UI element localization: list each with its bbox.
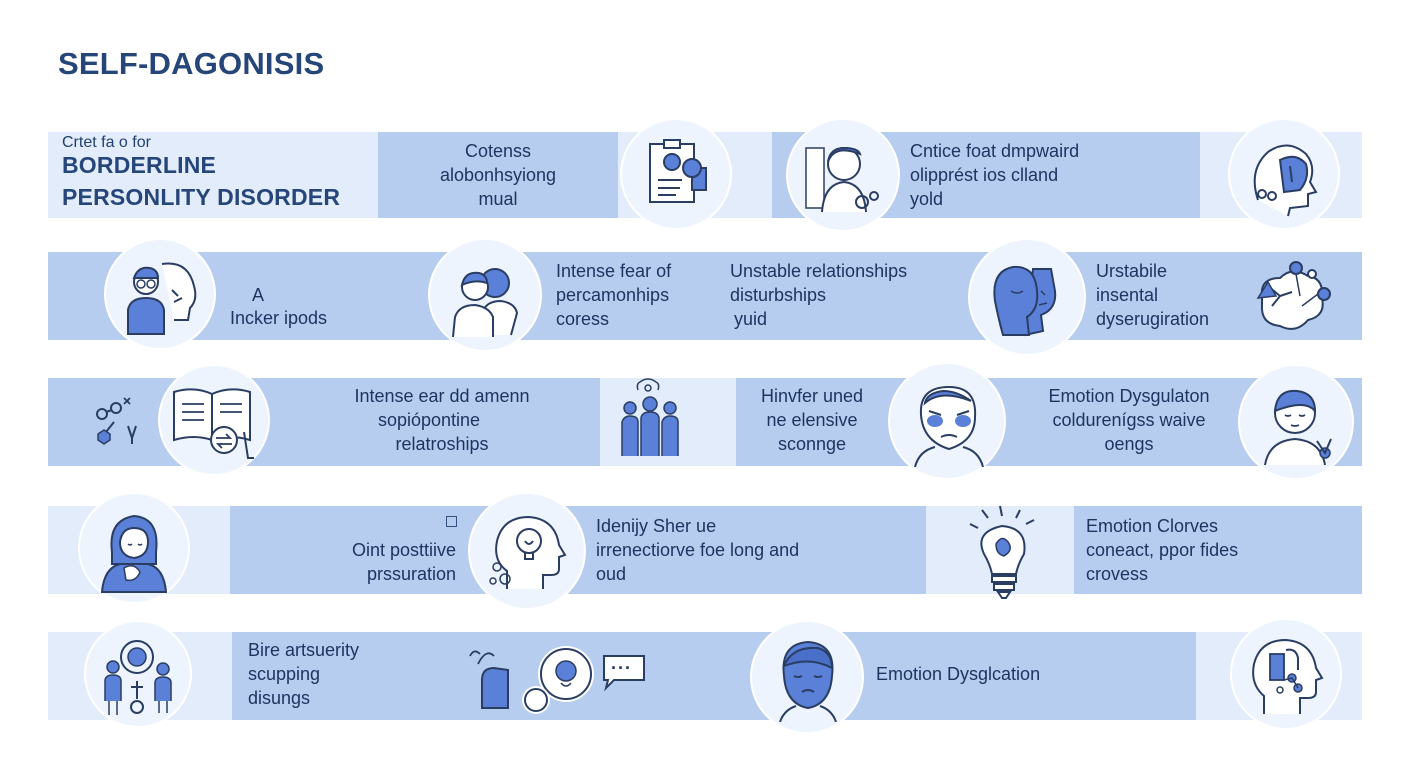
brain-network-icon bbox=[1246, 256, 1336, 341]
row3-card1-text: Intense ear dd amenn sopiópontine relatr… bbox=[300, 384, 584, 456]
row1-card1-line2: alobonhsyiong bbox=[439, 165, 557, 185]
row1-card1-line1: Cotenss bbox=[464, 141, 532, 161]
calm-face-icon bbox=[1240, 366, 1352, 478]
open-book-icon bbox=[160, 366, 268, 474]
sad-face-icon bbox=[890, 364, 1004, 478]
row4-card2-line1: Idenijy Sher ue bbox=[596, 516, 717, 536]
row5-card1-line2: scupping bbox=[248, 664, 321, 684]
group-people-icon bbox=[610, 372, 690, 469]
row2-card1-line1: A bbox=[251, 285, 264, 305]
row3-card1-line2: sopiópontine bbox=[377, 410, 481, 430]
row2-card3-line1: Unstable relationships bbox=[730, 261, 908, 281]
person-bubble-icon bbox=[540, 648, 592, 700]
row2-card2-line2: percamonhips bbox=[556, 285, 670, 305]
row1-card1-line3: mual bbox=[478, 189, 518, 209]
row5-card1-line3: disungs bbox=[248, 688, 311, 708]
row1-card2-line2: olipprést ios clland bbox=[910, 165, 1059, 185]
header-subtitle: Crtet fa o for bbox=[62, 134, 151, 151]
sleepy-face-icon bbox=[752, 622, 862, 732]
row1-card1 bbox=[378, 132, 618, 218]
row3-card3-line1: Emotion Dysgulaton bbox=[1048, 386, 1210, 406]
person-glasses-icon bbox=[106, 240, 214, 348]
row4-card3-line1: Emotion Clorves bbox=[1086, 516, 1219, 536]
lightbulb-icon bbox=[962, 502, 1046, 607]
row5-card2-line1: Emotion Dysglcation bbox=[876, 664, 1041, 684]
woman-icon bbox=[80, 494, 188, 602]
row4-card1-text: Oint posttiive prssuration bbox=[332, 538, 456, 586]
hand-talk-icon bbox=[464, 644, 516, 715]
header-title-line2: PERSONLITY DISORDER bbox=[62, 184, 341, 210]
head-profile-icon bbox=[1230, 120, 1338, 228]
row3-band-left bbox=[48, 378, 600, 466]
header-title-line1: BORDERLINE bbox=[62, 152, 217, 178]
row4-card3-line2: coneact, ppor fides bbox=[1086, 540, 1239, 560]
two-people-icon bbox=[430, 240, 540, 350]
row5-card1-line1: Bire artsuerity bbox=[248, 640, 360, 660]
row2-card1-line2: Incker ipods bbox=[230, 308, 328, 328]
people-religion-icon bbox=[86, 622, 190, 726]
head-circuit-icon bbox=[1232, 620, 1340, 728]
small-bubble-icon bbox=[524, 688, 548, 712]
row1-card2-line1: Cntice foat dmpwaird bbox=[910, 141, 1080, 161]
row3-card1-line3: relatroships bbox=[395, 434, 489, 454]
clipboard-search-icon bbox=[622, 120, 730, 228]
row5-band bbox=[232, 632, 1198, 720]
row4-card3-text: Emotion Clorves coneact, ppor fides crov… bbox=[1086, 514, 1238, 586]
row1-header-panel bbox=[48, 132, 380, 218]
row2-card2-line3: coress bbox=[556, 309, 610, 329]
page-title: SELF-DAGONISIS bbox=[58, 46, 325, 81]
row2-card4-line2: insental bbox=[1096, 285, 1159, 305]
row2-card4-line1: Urstabile bbox=[1096, 261, 1168, 281]
row3-card3-line3: oengs bbox=[1104, 434, 1154, 454]
speech-bubble-icon bbox=[600, 652, 648, 697]
row4-card2-text: Idenijy Sher ue irrenectiorve foe long a… bbox=[596, 514, 799, 586]
row1-card2-line3: yold bbox=[910, 189, 944, 209]
row3-card3-text: Emotion Dysgulaton coldurenígss waive oe… bbox=[1016, 384, 1242, 456]
checkbox-square-icon bbox=[446, 516, 457, 527]
row1-card1-text: Cotenss alobonhsyiong mual bbox=[378, 139, 618, 211]
speech-bubble-text: ··· bbox=[611, 658, 632, 678]
row4-card1-line1: Oint posttiive bbox=[351, 540, 456, 560]
row2-card3-line3: yuid bbox=[734, 309, 768, 329]
row3-card2-line2: ne elensive bbox=[766, 410, 858, 430]
row2-card4-line3: dyserugiration bbox=[1096, 309, 1210, 329]
row3-card3-line2: coldurenígss waive bbox=[1052, 410, 1206, 430]
row2-card3-text: Unstable relationships disturbships yuid bbox=[730, 259, 907, 331]
row3-card2-line1: Hinvfer uned bbox=[760, 386, 864, 406]
row2-card2-line1: Intense fear of bbox=[556, 261, 672, 281]
row4-card2-line3: oud bbox=[596, 564, 627, 584]
row4-band-right bbox=[1074, 506, 1362, 594]
person-gears-icon bbox=[788, 120, 898, 230]
row3-card1-line1: Intense ear dd amenn bbox=[354, 386, 530, 406]
row2-band bbox=[48, 252, 1362, 340]
row4-card1-line2: prssuration bbox=[366, 564, 456, 584]
row5-card1-text: Bire artsuerity scupping disungs bbox=[248, 638, 359, 710]
row3-card2-text: Hinvfer uned ne elensive sconnge bbox=[742, 384, 882, 456]
two-heads-icon bbox=[970, 240, 1084, 354]
row2-card2-text: Intense fear of percamonhips coress bbox=[556, 259, 671, 331]
molecule-icon bbox=[88, 392, 148, 457]
row3-card2-line3: sconnge bbox=[777, 434, 847, 454]
row2-card4-text: Urstabile insental dyserugiration bbox=[1096, 259, 1209, 331]
head-lightbulb-icon bbox=[470, 494, 584, 608]
row1-card2-text: Cntice foat dmpwaird olipprést ios cllan… bbox=[910, 139, 1079, 211]
row2-card3-line2: disturbships bbox=[730, 285, 827, 305]
row4-card3-line3: crovess bbox=[1086, 564, 1149, 584]
row4-card2-line2: irrenectiorve foe long and bbox=[596, 540, 800, 560]
